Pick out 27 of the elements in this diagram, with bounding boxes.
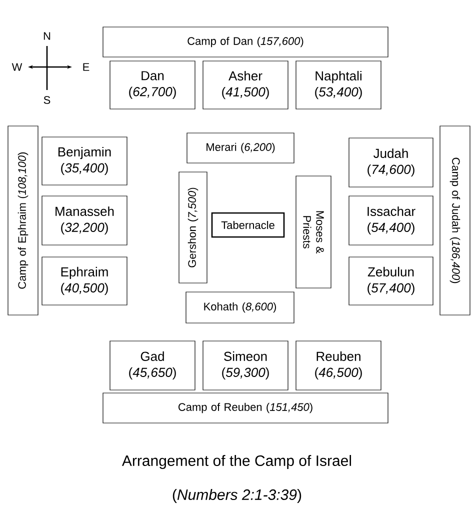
tribe-box: Reuben (46,500) <box>296 340 382 390</box>
compass-letter: E <box>83 63 90 71</box>
tribe-box: Gad (45,650) <box>110 340 196 390</box>
tribe-box: Zebulun (57,400) <box>348 256 434 306</box>
tribe-box: Issachar (54,400) <box>348 196 434 246</box>
camp-band: Camp of Reuben (151,450) <box>102 392 388 424</box>
levite-box: Kohath (8,600) <box>186 292 294 324</box>
tabernacle-box: Tabernacle <box>211 212 285 238</box>
tribe-box: Manasseh (32,200) <box>42 196 128 246</box>
caption: (Numbers 2:1-3:39) <box>172 489 302 503</box>
tribe-box: Naphtali (53,400) <box>296 60 382 110</box>
camp-band: Camp of Judah (186,400) <box>440 126 470 316</box>
tribe-box: Ephraim (40,500) <box>42 256 128 306</box>
tribe-box: Dan (62,700) <box>110 60 196 110</box>
compass-letter: N <box>44 32 50 40</box>
tribe-box: Benjamin (35,400) <box>42 136 128 186</box>
tribe-box: Judah (74,600) <box>348 138 434 188</box>
compass-letter: W <box>12 63 22 71</box>
camp-band: Camp of Dan (157,600) <box>102 26 388 58</box>
tribe-box: Asher (41,500) <box>202 60 288 110</box>
compass-letter: S <box>44 96 50 104</box>
title: Arrangement of the Camp of Israel <box>122 455 351 469</box>
tribe-box: Simeon (59,300) <box>202 340 288 390</box>
levite-box: Gershon (7,500) <box>178 172 208 284</box>
levite-box: Merari (6,200) <box>186 132 294 164</box>
levite-box: Moses & Priests <box>296 176 332 288</box>
camp-band: Camp of Ephraim (108,100) <box>8 126 38 316</box>
